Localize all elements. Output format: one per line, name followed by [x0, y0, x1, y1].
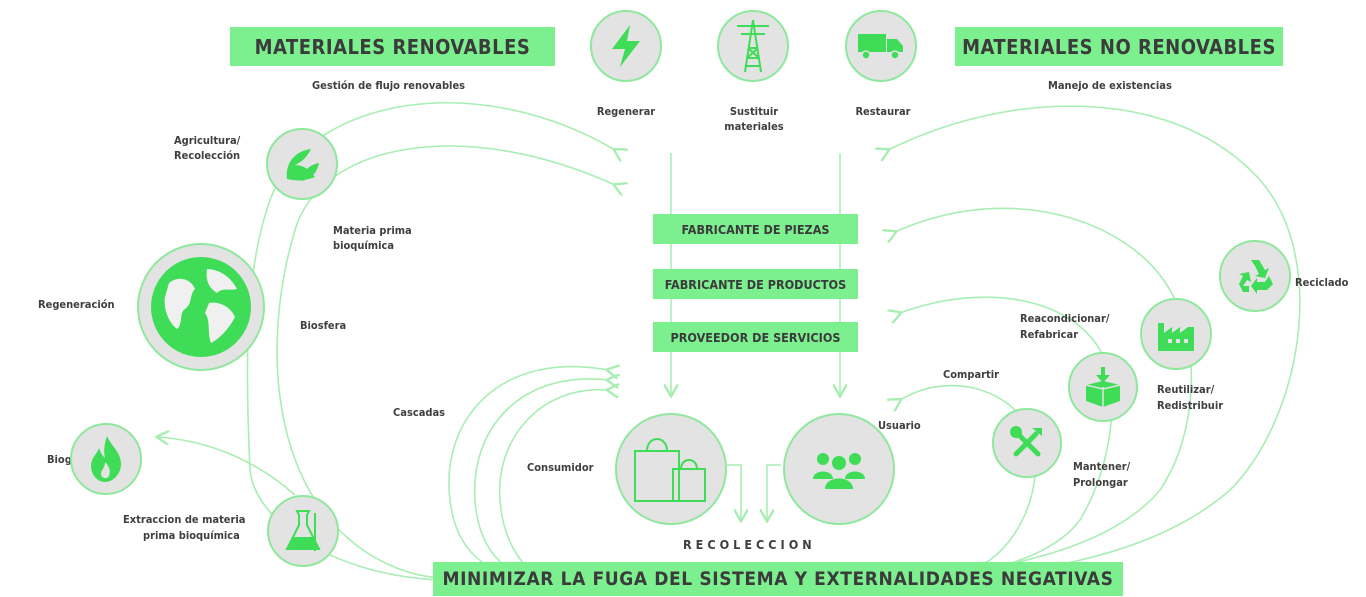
consumidor-label: Consumidor: [527, 461, 594, 474]
biogas-circle: [70, 423, 142, 495]
extraccion-label-2: prima bioquímica: [143, 529, 240, 542]
nonrenewable-title: MATERIALES NO RENOVABLES: [962, 34, 1276, 59]
sustituir-circle: [717, 10, 789, 82]
reciclado-label: Reciclado: [1295, 276, 1349, 289]
materia-prima-label-2: bioquímica: [333, 239, 395, 252]
mantener-label-2: Prolongar: [1073, 476, 1128, 489]
shopping-bags-icon: [634, 438, 706, 502]
footer-banner: MINIMIZAR LA FUGA DEL SISTEMA Y EXTERNAL…: [433, 562, 1123, 596]
nonrenewable-title-banner: MATERIALES NO RENOVABLES: [955, 27, 1283, 66]
renewable-subtitle: Gestión de flujo renovables: [312, 79, 466, 92]
sustituir-label-2: materiales: [724, 120, 784, 133]
recoleccion-label: RECOLECCION: [683, 537, 816, 552]
leaf-icon: [286, 149, 319, 181]
sustituir-label-1: Sustituir: [729, 105, 779, 118]
usuario-label: Usuario: [878, 419, 921, 432]
flame-icon: [91, 436, 121, 482]
factory-icon: [1158, 323, 1194, 351]
mantener-label-1: Mantener/: [1073, 460, 1131, 473]
box-proveedor-servicios-label: PROVEEDOR DE SERVICIOS: [670, 329, 841, 345]
box-fabricante-productos-label: FABRICANTE DE PRODUCTOS: [664, 276, 847, 292]
flask-icon: [285, 510, 321, 551]
box-fabricante-piezas-label: FABRICANTE DE PIEZAS: [681, 221, 830, 237]
reacondicionar-label-2: Refabricar: [1020, 328, 1079, 341]
biosfera-label: Biosfera: [300, 319, 347, 332]
restaurar-circle: [845, 10, 917, 82]
reacondicionar-label-1: Reacondicionar/: [1020, 312, 1110, 325]
globe-circle: [137, 243, 265, 371]
box-fabricante-productos: FABRICANTE DE PRODUCTOS: [653, 269, 858, 299]
regenerar-circle: [590, 10, 662, 82]
consumidor-circle: [615, 413, 727, 525]
regenerar-label: Regenerar: [596, 105, 656, 118]
compartir-label: Compartir: [943, 368, 1000, 381]
power-tower-icon: [737, 19, 769, 73]
materia-prima-label-1: Materia prima: [333, 224, 412, 237]
box-proveedor-servicios: PROVEEDOR DE SERVICIOS: [653, 322, 858, 352]
reutilizar-label-1: Reutilizar/: [1157, 383, 1215, 396]
users-group-icon: [813, 453, 865, 489]
renewable-title-banner: MATERIALES RENOVABLES: [230, 27, 555, 66]
nonrenewable-subtitle: Manejo de existencias: [1048, 79, 1172, 92]
globe-icon: [151, 257, 251, 357]
agricultura-circle: [266, 128, 338, 200]
footer-text: MINIMIZAR LA FUGA DEL SISTEMA Y EXTERNAL…: [442, 568, 1114, 590]
renewable-title: MATERIALES RENOVABLES: [254, 34, 531, 59]
extraccion-circle: [267, 495, 339, 567]
recycle-icon: [1239, 260, 1273, 294]
box-fabricante-piezas: FABRICANTE DE PIEZAS: [653, 214, 858, 244]
reutilizar-label-2: Redistribuir: [1157, 399, 1224, 412]
truck-icon: [858, 34, 903, 60]
tools-circle: [992, 408, 1062, 478]
agricultura-label-2: Recolección: [174, 149, 241, 162]
tools-icon: [1010, 426, 1042, 457]
regeneracion-label: Regeneración: [38, 298, 115, 311]
cascadas-label: Cascadas: [393, 406, 446, 419]
extraccion-label-1: Extraccion de materia: [123, 513, 246, 526]
lightning-icon: [612, 25, 640, 67]
box-circle: [1068, 352, 1138, 422]
box-download-icon: [1085, 367, 1121, 407]
reciclado-circle: [1219, 240, 1291, 312]
usuario-circle: [783, 413, 895, 525]
factory-circle: [1140, 298, 1212, 370]
restaurar-label: Restaurar: [855, 105, 911, 118]
agricultura-label-1: Agricultura/: [174, 134, 241, 147]
